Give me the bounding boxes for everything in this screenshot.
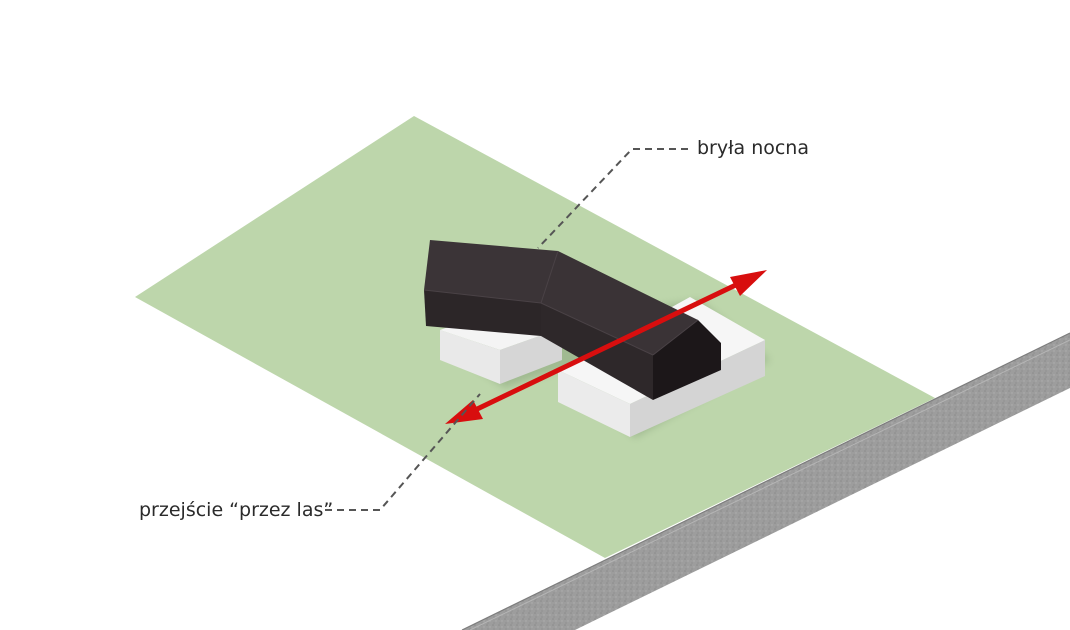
passage-label: przejście “przez las”	[139, 499, 334, 521]
leader-line-night-block	[537, 148, 688, 249]
night-block-label: bryła nocna	[697, 137, 809, 159]
road-edge	[461, 332, 1070, 630]
night-block-volume	[423, 240, 721, 400]
road-curb	[469, 339, 1070, 630]
arrowhead-northeast	[730, 270, 767, 296]
leader-line-passage	[325, 393, 481, 511]
